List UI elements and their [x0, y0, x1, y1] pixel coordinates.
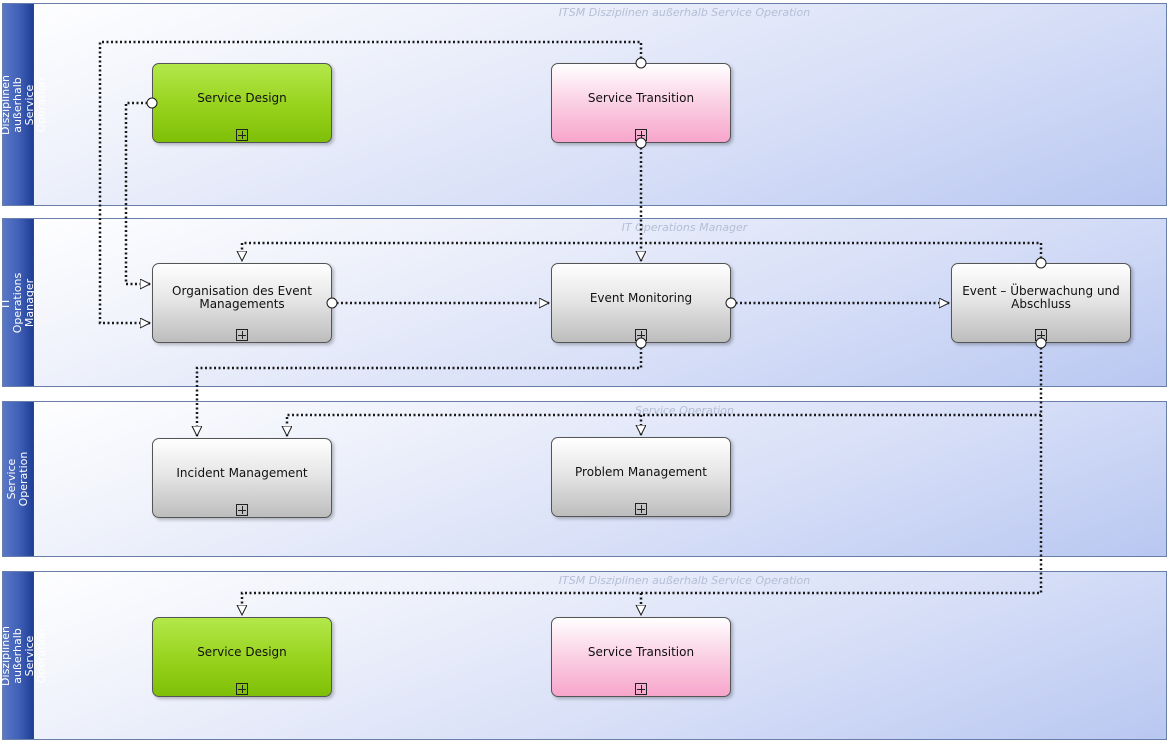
node-label: Event Monitoring: [589, 290, 693, 305]
expand-subprocess-icon[interactable]: [635, 129, 647, 141]
process-incident-management[interactable]: Incident Management: [152, 438, 332, 518]
expand-subprocess-icon[interactable]: [236, 504, 248, 516]
lane-header: Service Operation: [3, 402, 34, 556]
lane-header-label: ITSM Disziplinen außerhalb Service Opera…: [0, 625, 48, 686]
lane-header-label: ITSM Disziplinen außerhalb Service Opera…: [0, 74, 48, 135]
process-service-design-top[interactable]: Service Design: [152, 63, 332, 143]
node-label: Service Transition: [587, 644, 695, 659]
expand-subprocess-icon[interactable]: [236, 683, 248, 695]
node-label: Service Design: [197, 90, 287, 105]
expand-subprocess-icon[interactable]: [635, 503, 647, 515]
node-label: Service Design: [197, 644, 287, 659]
process-service-transition-bottom[interactable]: Service Transition: [551, 617, 731, 697]
lane-watermark: IT Operations Manager: [621, 221, 748, 234]
lane-header: IT Operations Manager: [0, 219, 36, 386]
process-problem-management[interactable]: Problem Management: [551, 437, 731, 517]
lane-header: ITSM Disziplinen außerhalb Service Opera…: [0, 4, 48, 205]
node-label: Event – Überwachung und Abschluss: [962, 284, 1120, 311]
process-event-ueberwachung-abschluss[interactable]: Event – Überwachung und Abschluss: [951, 263, 1131, 343]
lane-watermark: ITSM Disziplinen außerhalb Service Opera…: [558, 6, 811, 19]
process-organisation-event-management[interactable]: Organisation des Event Managements: [152, 263, 332, 343]
node-label: Incident Management: [176, 465, 308, 480]
expand-subprocess-icon[interactable]: [635, 683, 647, 695]
node-label: Service Transition: [587, 90, 695, 105]
lane-header-label: IT Operations Manager: [0, 272, 36, 333]
lane-watermark: Service Operation: [635, 404, 734, 417]
expand-subprocess-icon[interactable]: [635, 329, 647, 341]
lane-header: ITSM Disziplinen außerhalb Service Opera…: [0, 572, 48, 739]
expand-subprocess-icon[interactable]: [236, 329, 248, 341]
process-event-monitoring[interactable]: Event Monitoring: [551, 263, 731, 343]
node-label: Problem Management: [575, 464, 707, 479]
process-service-transition-top[interactable]: Service Transition: [551, 63, 731, 143]
node-label: Organisation des Event Managements: [172, 284, 312, 311]
lane-watermark: ITSM Disziplinen außerhalb Service Opera…: [558, 574, 811, 587]
expand-subprocess-icon[interactable]: [236, 129, 248, 141]
lane-header-label: Service Operation: [5, 451, 30, 507]
expand-subprocess-icon[interactable]: [1035, 329, 1047, 341]
process-service-design-bottom[interactable]: Service Design: [152, 617, 332, 697]
